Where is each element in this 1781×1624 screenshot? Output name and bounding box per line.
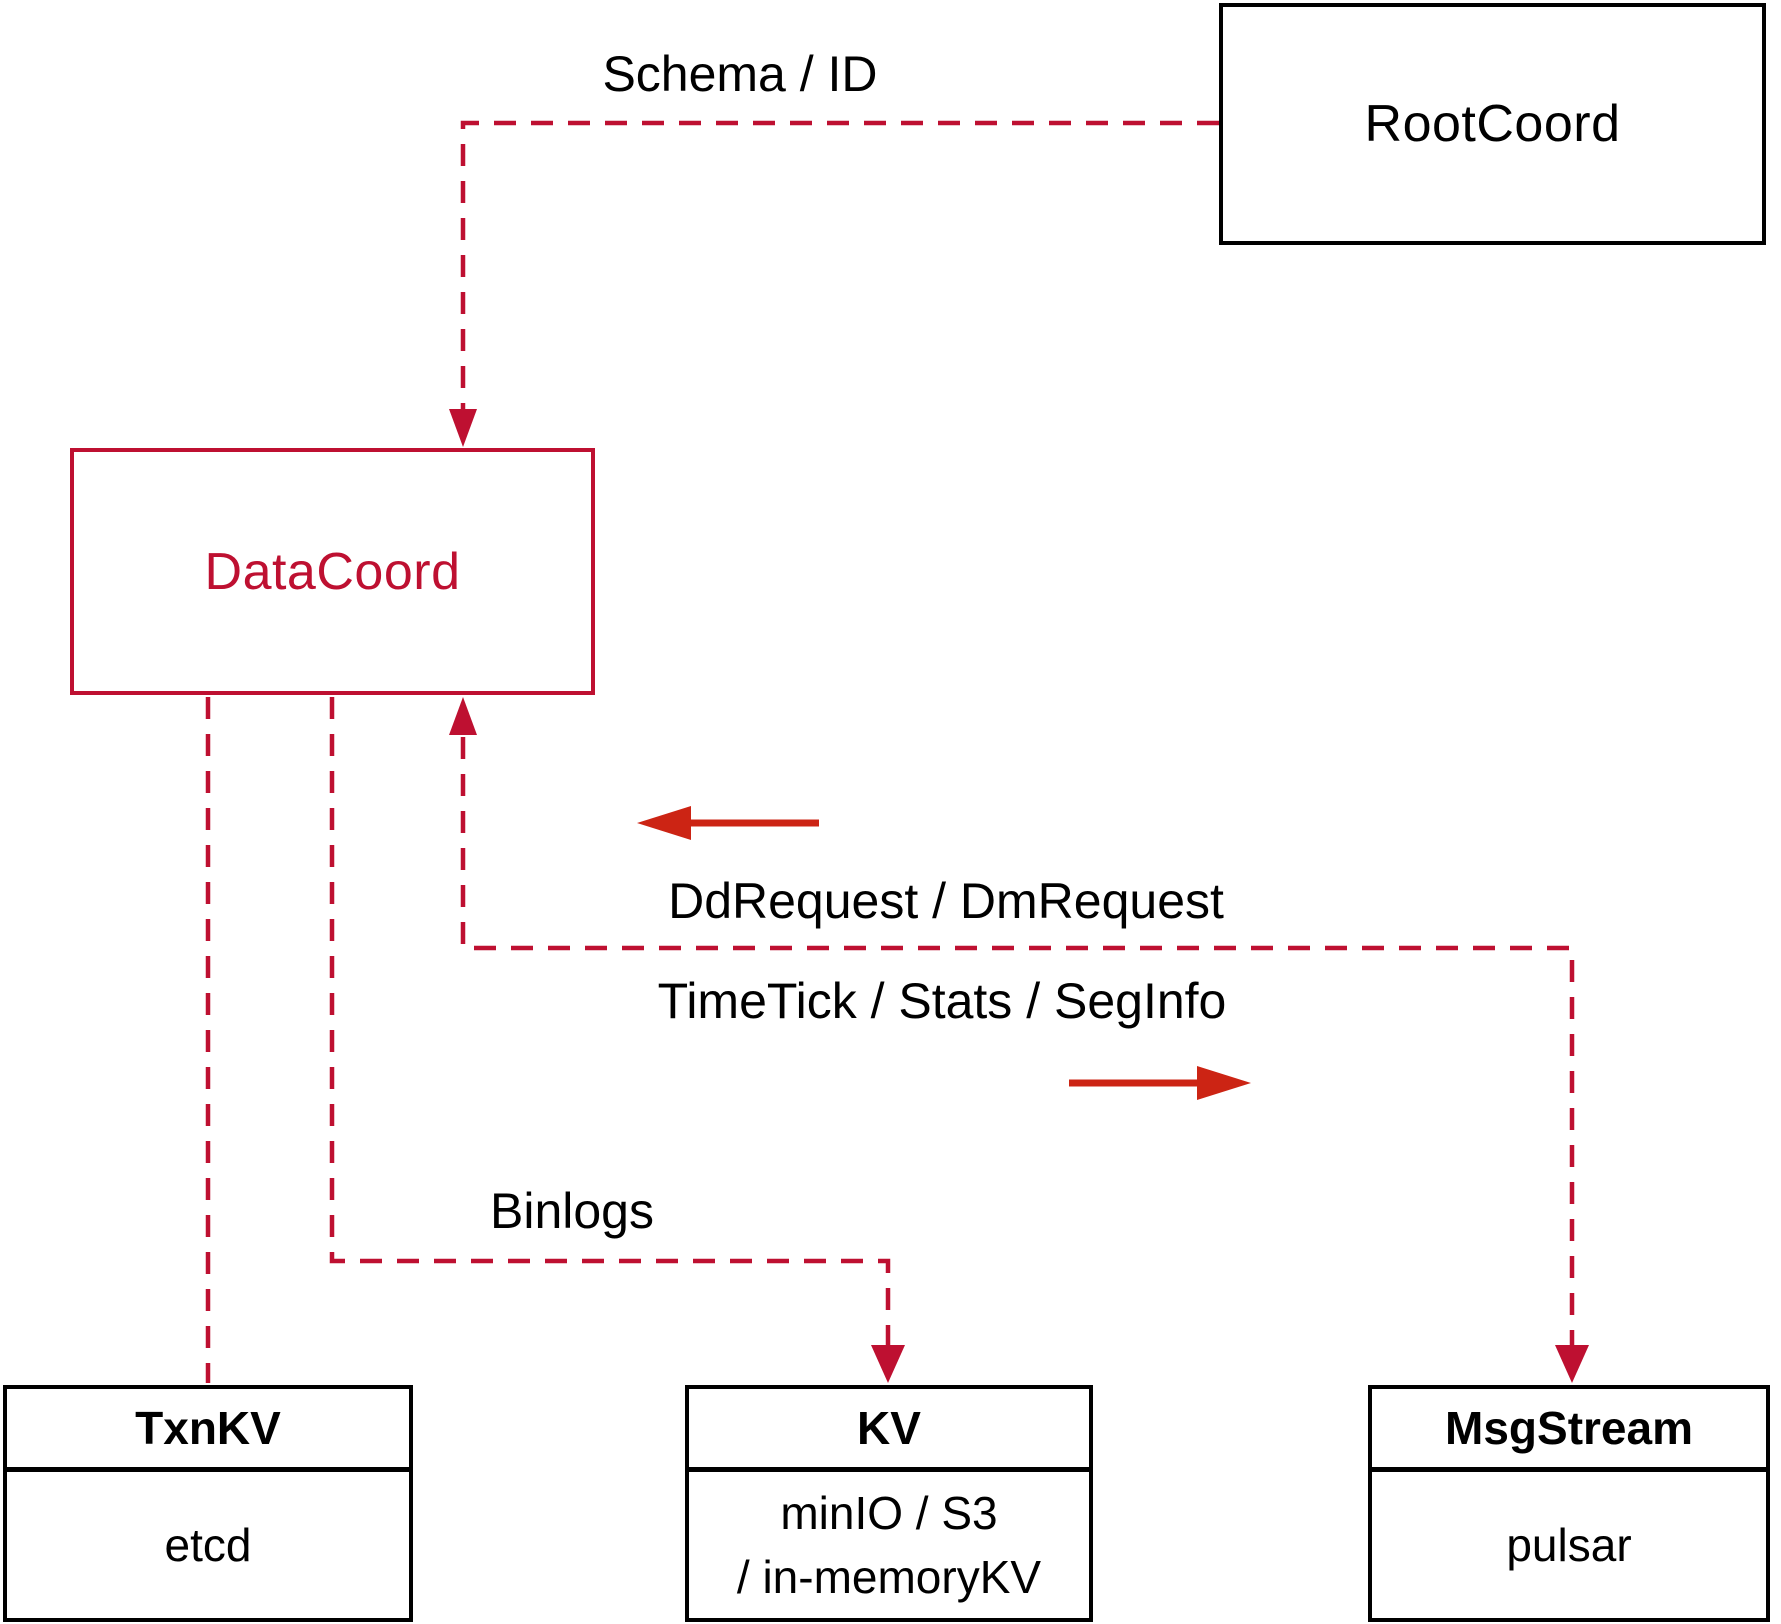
txnkv-subtitle: etcd	[164, 1519, 252, 1571]
msgstream-title: MsgStream	[1372, 1389, 1766, 1472]
kv-title: KV	[689, 1389, 1089, 1472]
edge-label-schema-id: Schema / ID	[602, 46, 878, 102]
rootcoord-label: RootCoord	[1364, 95, 1621, 153]
right-direction-arrow-icon	[1069, 1066, 1251, 1100]
arrowhead-datacoord-top-icon	[449, 409, 477, 447]
kv-subtitle-line1: minIO / S3	[780, 1487, 998, 1539]
txnkv-title: TxnKV	[7, 1389, 409, 1472]
node-rootcoord: RootCoord	[1219, 3, 1766, 245]
left-direction-arrow-icon	[637, 806, 819, 840]
edge-label-binlogs: Binlogs	[490, 1183, 654, 1239]
node-txnkv: TxnKV etcd	[3, 1385, 413, 1622]
arrowhead-datacoord-bottom-icon	[449, 697, 477, 735]
node-kv: KV minIO / S3 / in-memoryKV	[685, 1385, 1093, 1622]
node-datacoord: DataCoord	[70, 448, 595, 695]
edge-schema-id	[460, 120, 1219, 409]
edge-label-timetick: TimeTick / Stats / SegInfo	[657, 973, 1227, 1029]
arrowhead-kv-icon	[871, 1345, 905, 1383]
kv-subtitle-line2: / in-memoryKV	[736, 1551, 1042, 1603]
edge-binlogs	[329, 697, 891, 1345]
edge-label-ddrequest: DdRequest / DmRequest	[668, 873, 1224, 929]
node-msgstream: MsgStream pulsar	[1368, 1385, 1770, 1622]
msgstream-subtitle: pulsar	[1506, 1519, 1632, 1571]
edge-ddrequest-timetick	[460, 737, 1575, 1345]
datacoord-label: DataCoord	[204, 542, 461, 601]
arrowhead-msgstream-icon	[1555, 1345, 1589, 1383]
